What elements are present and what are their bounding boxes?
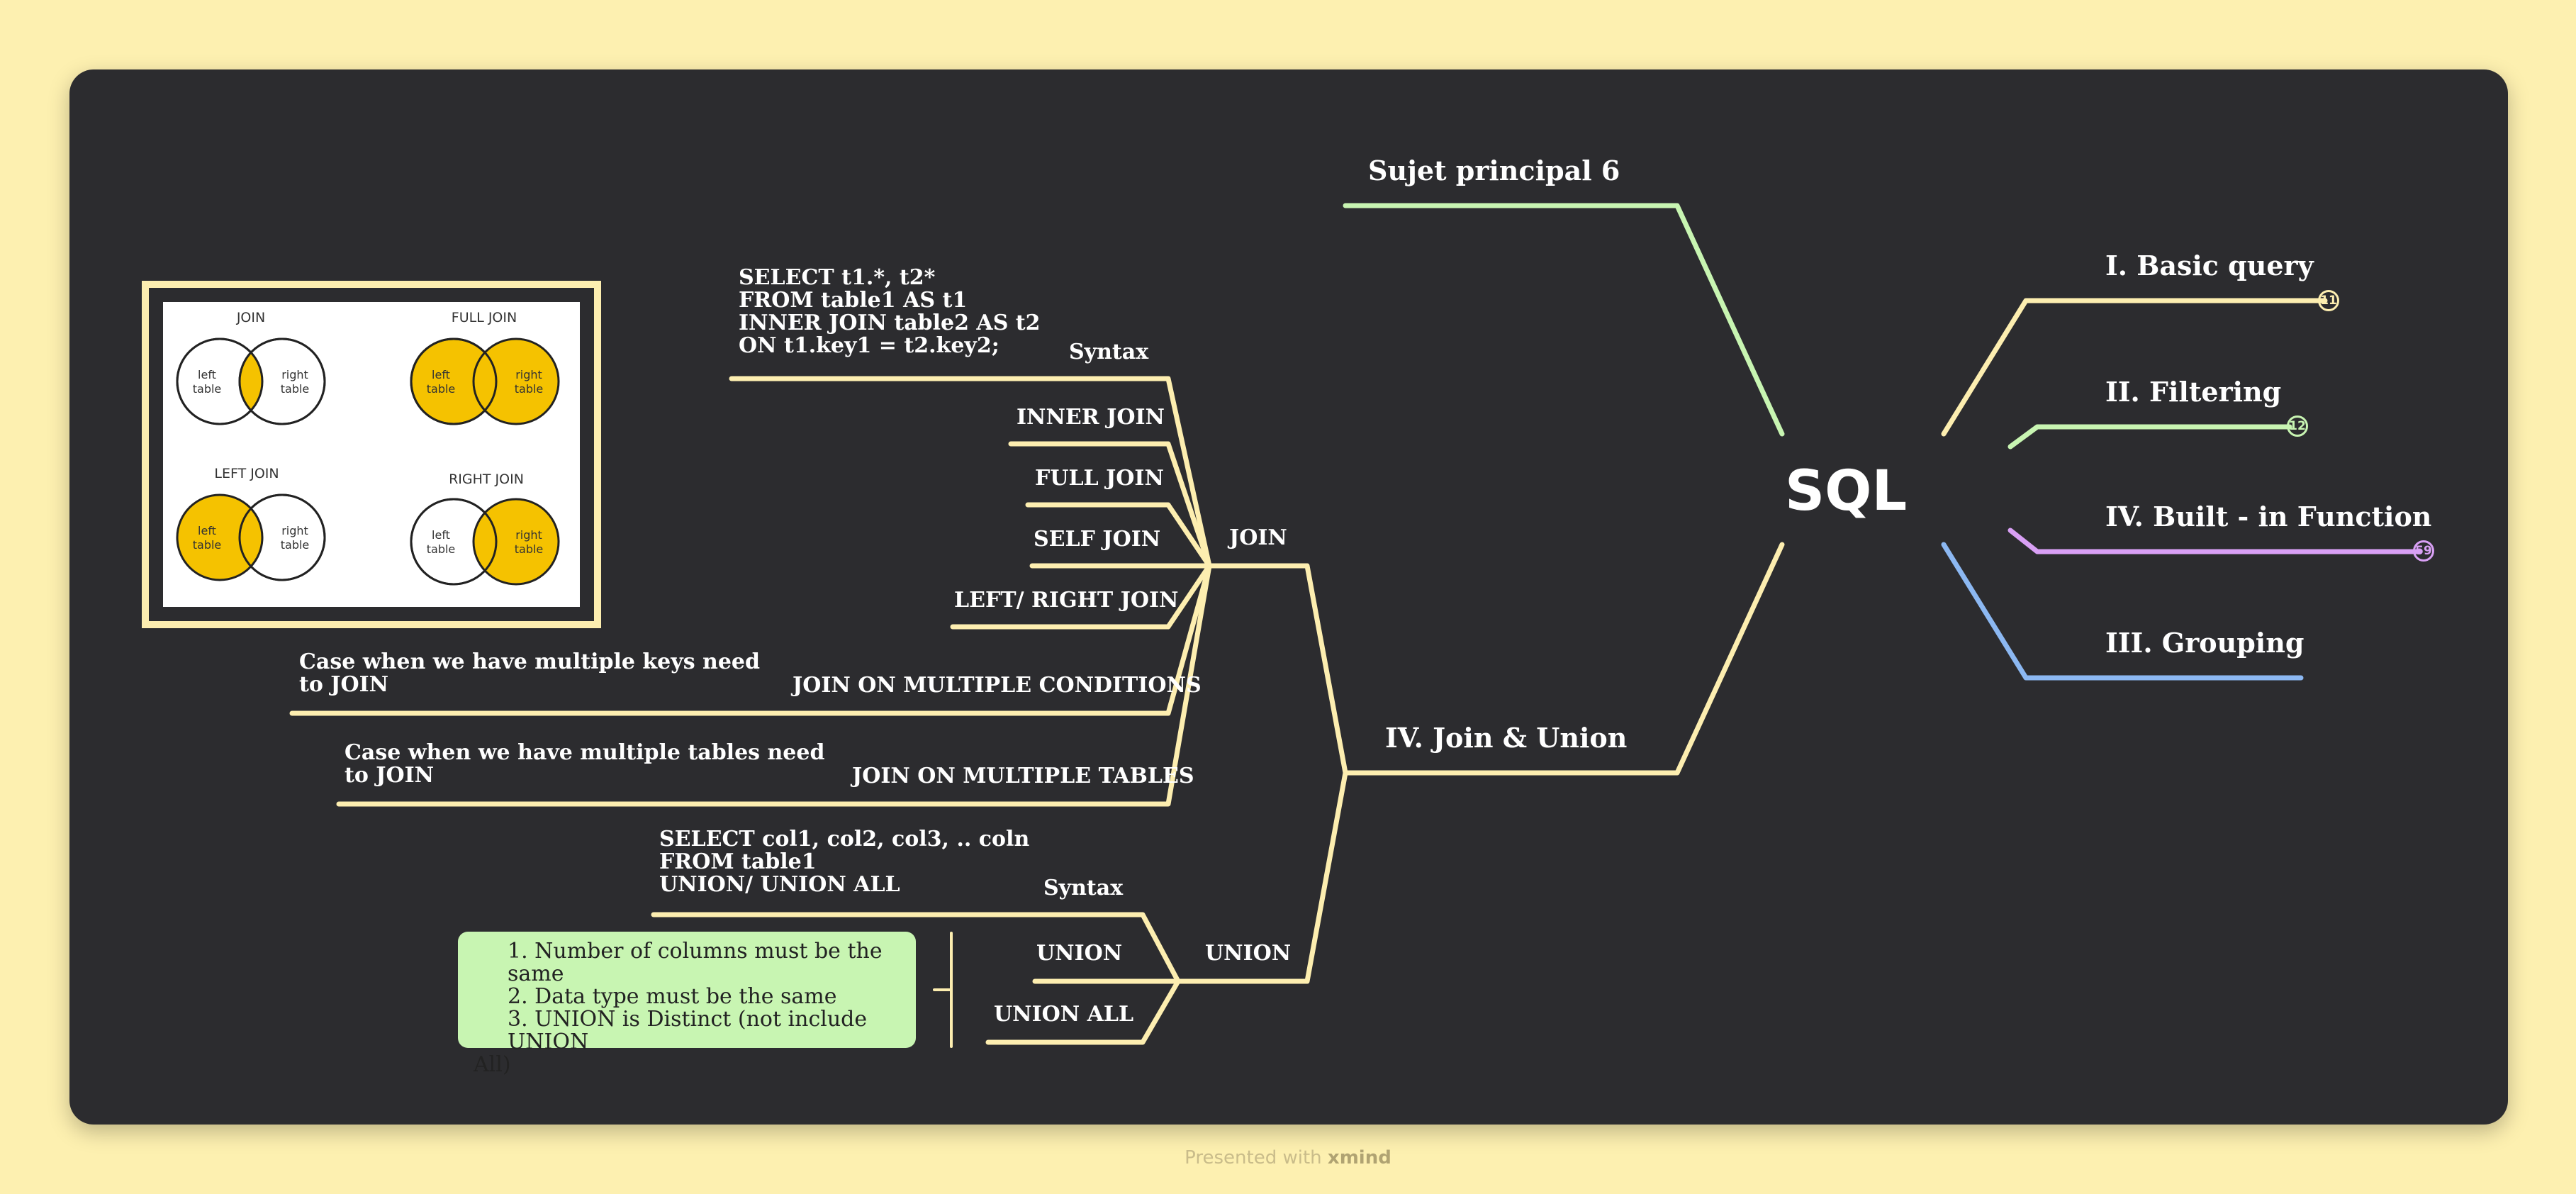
topic-filtering[interactable]: II. Filtering [2105, 376, 2282, 408]
link-multi-cond [289, 563, 1212, 716]
self-join-label[interactable]: SELF JOIN [1034, 527, 1161, 552]
link-left-right-join [950, 563, 1212, 630]
venn-title-right-join: RIGHT JOIN [449, 472, 524, 487]
venn-inner-join [176, 337, 326, 425]
left-right-join-label[interactable]: LEFT/ RIGHT JOIN [954, 588, 1179, 613]
venn-text: right [281, 368, 308, 381]
venn-text: left [198, 368, 216, 381]
xmind-logo[interactable]: xmind [1327, 1147, 1391, 1168]
full-join-label[interactable]: FULL JOIN [1035, 466, 1164, 491]
venn-text: right [281, 524, 308, 537]
union-syntax-code[interactable]: SELECT col1, col2, col3, .. coln FROM ta… [659, 827, 1030, 897]
venn-title-join: JOIN [236, 310, 265, 325]
topic-basic-query[interactable]: I. Basic query [2105, 250, 2314, 281]
link-join-syntax [729, 376, 1212, 569]
topic-sujet-principal[interactable]: Sujet principal 6 [1368, 155, 1620, 186]
join-venn-image[interactable]: JOIN FULL JOIN LEFT JOIN RIGHT JOIN [142, 281, 601, 628]
topic-count-badge[interactable]: 12 [2287, 415, 2308, 437]
inner-join-label[interactable]: INNER JOIN [1017, 405, 1165, 430]
topic-count-badge[interactable]: 11 [2318, 290, 2339, 311]
venn-diagrams: JOIN FULL JOIN LEFT JOIN RIGHT JOIN [163, 302, 580, 607]
subtopic-union[interactable]: UNION [1205, 941, 1292, 966]
venn-text: table [515, 382, 544, 396]
topic-builtin-function[interactable]: IV. Built - in Function [2105, 501, 2432, 532]
link-filtering [2007, 424, 2292, 450]
venn-text: table [427, 382, 456, 396]
venn-text: right [515, 528, 542, 542]
footer-prefix: Presented with [1185, 1147, 1322, 1168]
multi-conditions-label[interactable]: JOIN ON MULTIPLE CONDITIONS [793, 673, 1202, 698]
venn-text: right [515, 368, 542, 381]
rule-item: All) [474, 1052, 511, 1077]
venn-text: table [281, 382, 310, 396]
link-full-join [1025, 502, 1212, 569]
venn-full-join [410, 337, 560, 425]
link-join-union [1343, 542, 1785, 776]
venn-text: table [427, 542, 456, 556]
union-syntax-label[interactable]: Syntax [1043, 876, 1124, 900]
link-multi-tables [336, 563, 1212, 807]
rule-item: 3. UNION is Distinct (not include UNION [508, 1007, 868, 1054]
footer-credit[interactable]: Presented with xmind [0, 1147, 2576, 1168]
link-join [1206, 563, 1348, 776]
union-rules-note[interactable]: 1. Number of columns must be the same 2.… [458, 932, 916, 1076]
link-sujet [1343, 203, 1785, 437]
link-union-syntax [651, 912, 1181, 984]
multi-conditions-note[interactable]: Case when we have multiple keys need to … [299, 649, 760, 697]
topic-count-badge[interactable]: 59 [2413, 540, 2434, 562]
venn-text: table [193, 538, 222, 552]
subtopic-join[interactable]: JOIN [1229, 525, 1287, 550]
venn-text: left [432, 368, 450, 381]
topic-join-union[interactable]: IV. Join & Union [1385, 722, 1628, 754]
venn-text: table [281, 538, 310, 552]
union-label[interactable]: UNION [1036, 941, 1123, 966]
rule-item: 2. Data type must be the same [508, 984, 837, 1009]
link-grouping [1941, 542, 2304, 681]
link-union [1175, 770, 1348, 984]
venn-text: table [193, 382, 222, 396]
central-topic[interactable]: SQL [1785, 459, 1908, 523]
link-inner-join [1008, 441, 1212, 569]
venn-right-join [410, 498, 560, 586]
venn-title-left-join: LEFT JOIN [214, 466, 279, 481]
topic-grouping[interactable]: III. Grouping [2105, 627, 2305, 659]
venn-text: left [432, 528, 450, 542]
link-basic-query [1941, 298, 2328, 437]
venn-text: table [515, 542, 544, 556]
venn-title-full-join: FULL JOIN [452, 310, 517, 325]
join-syntax-code[interactable]: SELECT t1.*, t2* FROM table1 AS t1 INNER… [739, 265, 1041, 358]
multi-tables-label[interactable]: JOIN ON MULTIPLE TABLES [852, 764, 1194, 788]
join-syntax-label[interactable]: Syntax [1069, 340, 1149, 364]
multi-tables-note[interactable]: Case when we have multiple tables need t… [345, 740, 825, 788]
venn-text: left [198, 524, 216, 537]
rule-item: 1. Number of columns must be the same [508, 939, 883, 986]
link-builtin [2007, 528, 2421, 554]
union-all-label[interactable]: UNION ALL [994, 1002, 1134, 1027]
venn-left-join [176, 493, 326, 581]
link-union-all [985, 978, 1181, 1045]
